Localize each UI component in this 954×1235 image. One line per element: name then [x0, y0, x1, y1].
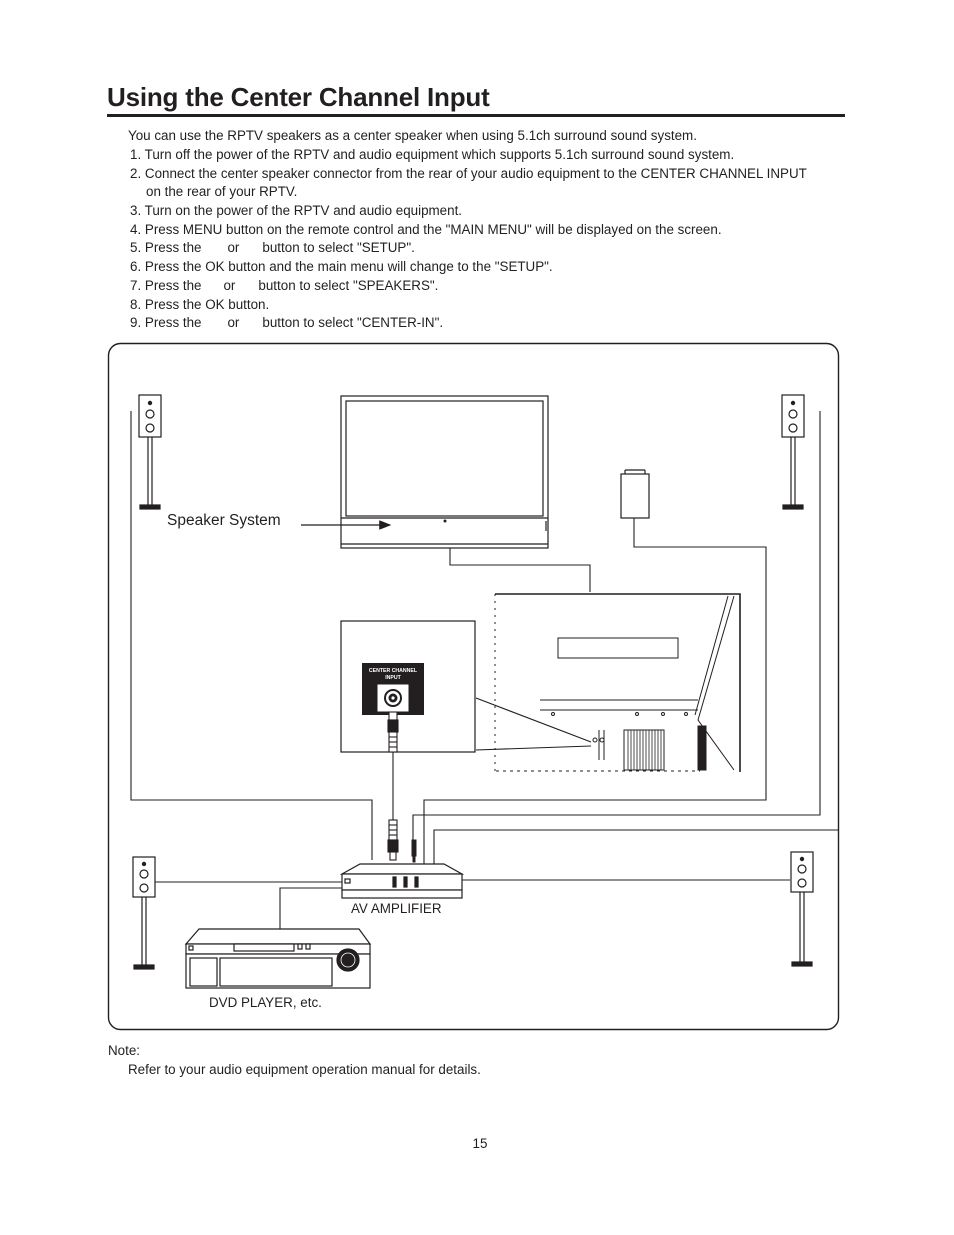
rptv-rear-panel [494, 593, 741, 772]
speaker-front-right [781, 394, 805, 510]
dvd-player-icon [184, 928, 372, 989]
rptv-front [340, 395, 549, 549]
page-number: 15 [472, 1136, 488, 1151]
mini-plug-icon [411, 839, 417, 863]
speaker-rear-left [132, 856, 156, 970]
subwoofer-icon [620, 469, 650, 519]
page-title: Using the Center Channel Input [107, 82, 490, 112]
av-amplifier-label: AV AMPLIFIER [351, 901, 442, 916]
speaker-front-left [138, 394, 162, 510]
connection-wires [130, 411, 838, 936]
rca-plug-amplifier-icon [387, 819, 399, 861]
center-channel-label-line1: CENTER CHANNEL [369, 668, 418, 674]
step-1: 1. Turn off the power of the RPTV and au… [130, 147, 735, 162]
center-channel-label-line2: INPUT [385, 675, 401, 681]
av-amplifier-icon [339, 863, 465, 899]
step-2-continued: on the rear of your RPTV. [146, 184, 298, 200]
intro-text: You can use the RPTV speakers as a cente… [128, 128, 697, 143]
diagram-frame [107, 342, 840, 1031]
title-rule [107, 114, 845, 117]
note-text: Refer to your audio equipment operation … [128, 1062, 481, 1077]
step-2: 2. Connect the center speaker connector … [130, 165, 807, 181]
note-label: Note: [108, 1043, 141, 1058]
step-8: 8. Press the OK button. [130, 296, 270, 312]
speaker-rear-right [790, 851, 814, 967]
center-input-jack-icon [376, 683, 410, 713]
dvd-player-label: DVD PLAYER, etc. [209, 995, 322, 1010]
step-6: 6. Press the OK button and the main menu… [130, 259, 553, 275]
step-4: 4. Press MENU button on the remote contr… [130, 221, 722, 237]
step-3: 3. Turn on the power of the RPTV and aud… [130, 203, 463, 219]
speaker-system-label: Speaker System [167, 512, 281, 529]
instruction-steps: 1. Turn off the power of the RPTV and au… [130, 146, 807, 333]
rca-plug-upper-icon [387, 711, 399, 753]
